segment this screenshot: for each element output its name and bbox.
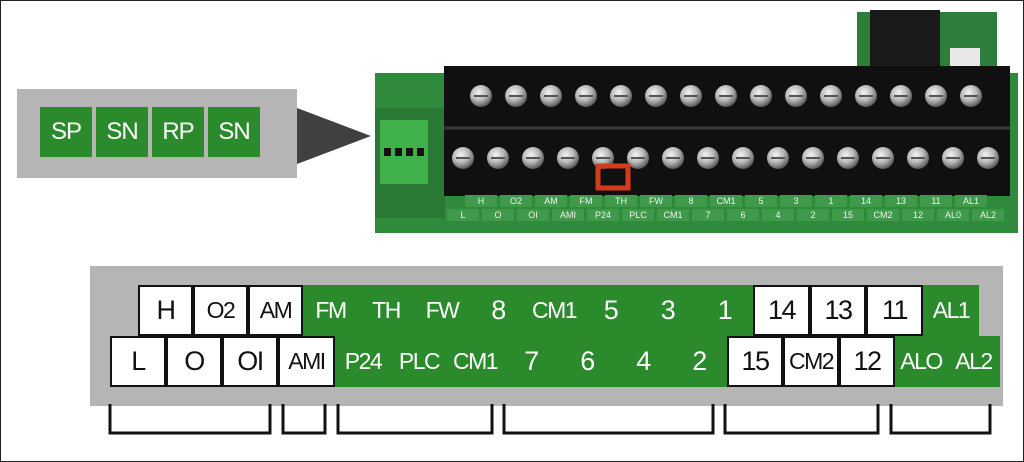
terminal-13: 13 [810,285,866,336]
terminal-11: 11 [866,285,923,336]
board-label: CM1 [716,196,735,206]
board-label: O2 [510,196,522,206]
terminal-ami: AMI [278,336,335,387]
board-label: 1 [828,196,833,206]
board-label: 12 [913,210,923,220]
bracket-analog-inputs [108,404,272,435]
terminal-plc: PLC [391,336,447,387]
board-label: AL1 [963,196,979,206]
bracket-digital-inputs [502,404,715,435]
terminal-p24: P24 [335,336,391,387]
terminal-cm2: CM2 [783,336,839,387]
board-label: AM [544,196,558,206]
terminal-cm1: CM1 [526,285,582,336]
bracket-power-and-common [336,404,494,435]
terminal-6: 6 [559,336,615,387]
board-label: AL2 [980,210,996,220]
board-label: P24 [595,210,611,220]
board-label: 15 [843,210,853,220]
board-label: 8 [688,196,693,206]
terminal-15: 15 [727,336,783,387]
board-label: PLC [629,210,647,220]
terminal-oi: OI [222,336,278,387]
bracket-analog-output [281,404,327,435]
upper-screws [470,85,982,107]
board-label-row-lower: L O OI AMI P24 PLC CM1 7 6 4 2 15 CM2 12 AL0 AL2 [447,209,1004,221]
board-label-row-upper: H O2 AM FM TH FW 8 CM1 5 3 1 14 13 11 AL1 [465,195,987,207]
board-label: CM1 [663,210,682,220]
board-label: 2 [810,210,815,220]
board-label: FW [649,196,663,206]
terminal-7: 7 [503,336,559,387]
board-label: 6 [740,210,745,220]
terminal-al1: AL1 [923,285,979,336]
terminal-12: 12 [839,336,895,387]
terminal-1: 1 [696,285,753,336]
terminal-14: 14 [753,285,810,336]
callout-pointer-arrow [297,108,371,164]
terminal-th: TH [358,285,414,336]
terminal-fw: FW [414,285,470,336]
board-label: 3 [793,196,798,206]
bracket-alarm-relay [889,404,992,435]
terminal-alo: ALO [895,336,947,387]
board-label: 4 [775,210,780,220]
board-label: AMI [560,210,576,220]
terminal-am: AM [248,285,303,336]
jumper [595,163,631,191]
board-label: O [494,210,501,220]
terminal-l: L [110,336,166,387]
board-label: 11 [931,196,940,206]
board-label: OI [528,210,538,220]
terminal-3: 3 [639,285,696,336]
relay-component [870,10,940,72]
serial-terminal-sn: SN [208,107,260,157]
terminal-group-brackets [108,404,992,435]
board-label: CM2 [873,210,892,220]
board-label: 14 [861,196,871,206]
board-label: 5 [758,196,763,206]
serial-terminal-rp: RP [152,107,204,157]
terminal-o: O [166,336,222,387]
terminal-h: H [138,285,193,336]
bracket-logic-outputs [723,404,880,435]
board-label: H [478,196,485,206]
terminal-cm1: CM1 [447,336,503,387]
serial-terminal-sn: SN [96,107,148,157]
serial-terminal-sp: SP [40,107,92,157]
terminal-2: 2 [671,336,727,387]
terminal-4: 4 [615,336,671,387]
terminal-al2: AL2 [947,336,1000,387]
terminal-8: 8 [470,285,526,336]
board-label: 7 [705,210,710,220]
board-label: FM [580,196,593,206]
board-label: AL0 [945,210,961,220]
board-label: 13 [896,196,906,206]
terminal-o2: O2 [193,285,248,336]
board-label: L [460,210,465,220]
board-label: TH [615,196,627,206]
terminal-5: 5 [582,285,639,336]
terminal-fm: FM [303,285,358,336]
